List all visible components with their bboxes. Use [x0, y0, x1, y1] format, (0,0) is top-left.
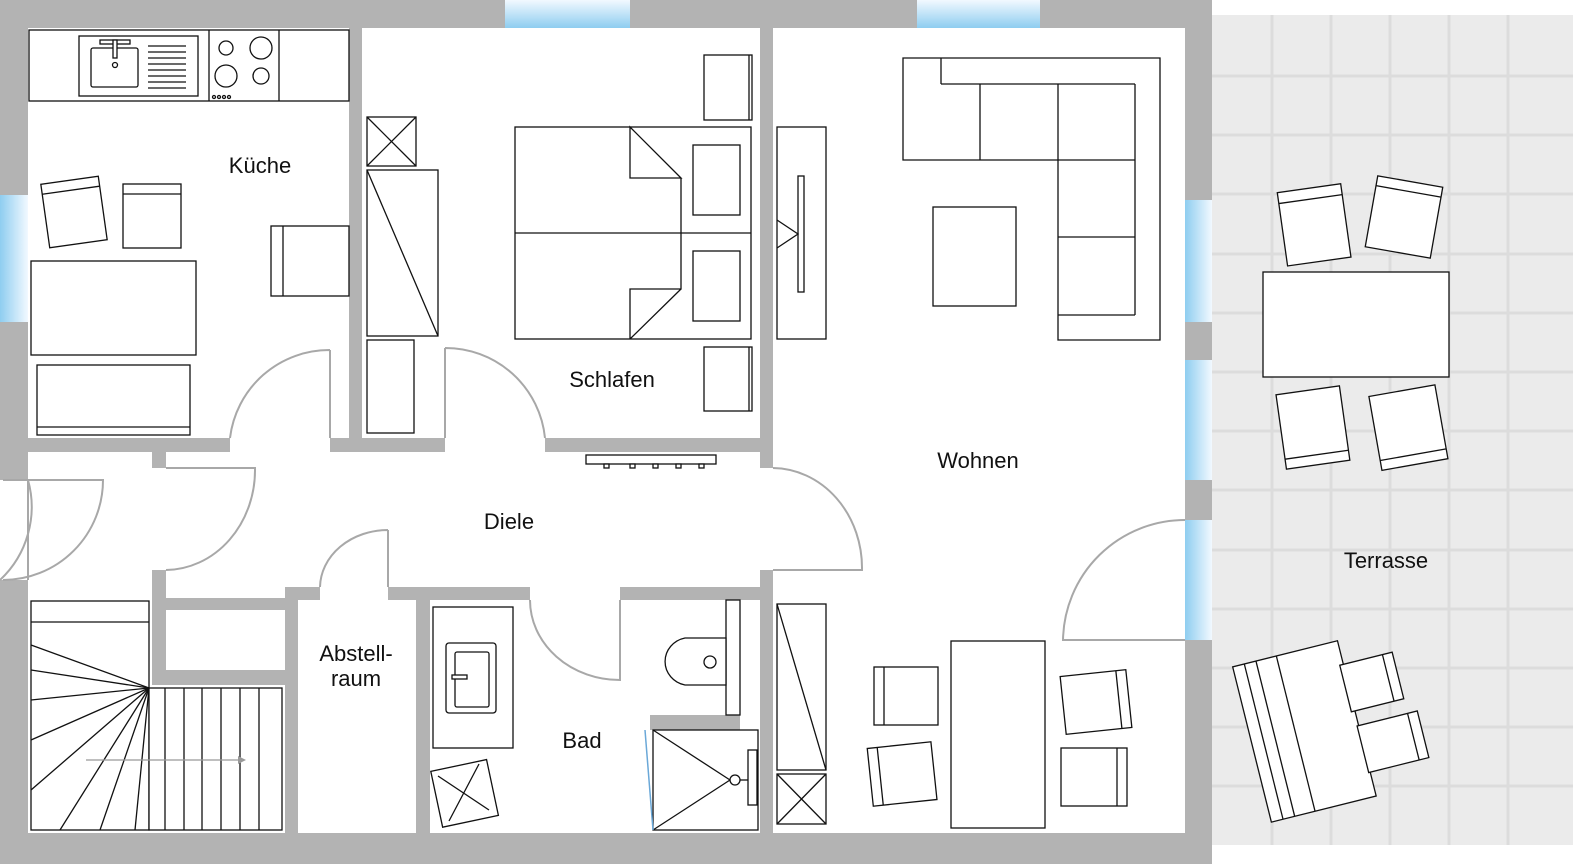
living-furniture	[776, 57, 1161, 829]
room-label-bath: Bad	[562, 728, 601, 753]
room-labels: Küche Schlafen Wohnen Diele Abstell- rau…	[229, 153, 1428, 753]
doors	[0, 346, 1186, 682]
room-label-bedroom: Schlafen	[569, 367, 655, 392]
room-label-terrace: Terrasse	[1344, 548, 1428, 573]
kitchen-furniture	[28, 29, 350, 436]
bedroom-furniture	[514, 54, 753, 469]
stair-direction-arrow-icon	[238, 756, 246, 764]
windows	[0, 0, 1212, 640]
terrace-furniture	[1231, 175, 1450, 823]
room-label-storage-line1: Abstell-	[319, 641, 392, 666]
room-label-living: Wohnen	[937, 448, 1019, 473]
stove-knobs	[211, 94, 232, 100]
room-label-hall: Diele	[484, 509, 534, 534]
bathroom-furniture	[430, 599, 759, 831]
closet	[366, 116, 439, 434]
room-label-storage-line2: raum	[331, 666, 381, 691]
room-label-kitchen: Küche	[229, 153, 291, 178]
staircase	[30, 600, 283, 831]
